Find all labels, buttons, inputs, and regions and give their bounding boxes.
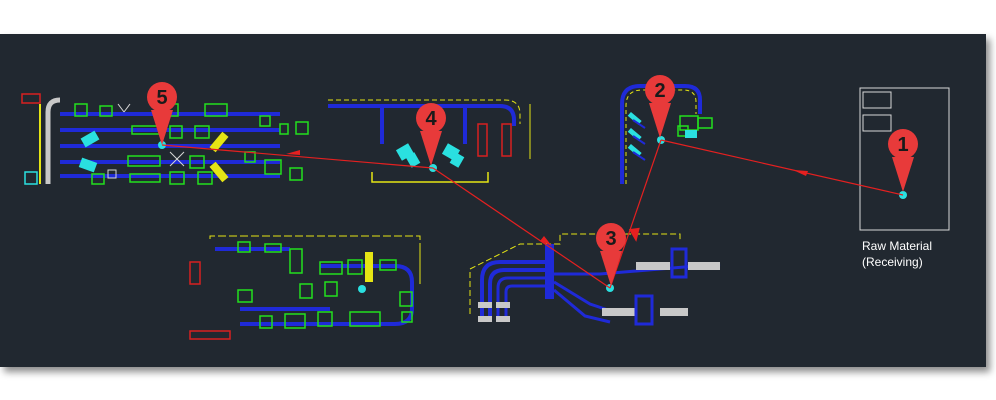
receiving-label: (Receiving) <box>862 255 923 269</box>
marker-1-label: 1 <box>897 134 908 156</box>
marker-3-label: 3 <box>605 228 616 250</box>
marker-1-pointer <box>892 157 914 192</box>
receiving-area <box>859 87 950 231</box>
raw-material-label: Raw Material <box>862 239 932 253</box>
lower-left-area <box>189 235 421 340</box>
marker-5-label: 5 <box>156 87 167 109</box>
material-flow-path <box>161 139 904 289</box>
marker-5-pointer <box>151 110 173 145</box>
marker-2-label: 2 <box>654 80 665 102</box>
station-3-area <box>469 233 721 326</box>
marker-1-badge <box>888 129 918 159</box>
cad-viewport[interactable]: 1 2 3 4 5 Raw Material (Receiving) <box>0 34 986 367</box>
marker-1[interactable]: 1 <box>888 129 918 192</box>
station-4-area <box>328 99 531 183</box>
marker-2-pointer <box>649 103 671 138</box>
marker-3-pointer <box>600 251 622 286</box>
marker-4-label: 4 <box>425 108 437 130</box>
marker-2-badge <box>645 75 675 105</box>
marker-2[interactable]: 2 <box>645 75 675 138</box>
marker-5[interactable]: 5 <box>147 82 177 145</box>
marker-3[interactable]: 3 <box>596 223 626 286</box>
marker-4-badge <box>416 103 446 133</box>
marker-4-pointer <box>420 131 442 166</box>
marker-4[interactable]: 4 <box>416 103 446 166</box>
marker-3-badge <box>596 223 626 253</box>
floor-plan-drawing: 1 2 3 4 5 Raw Material (Receiving) <box>21 75 950 340</box>
marker-5-badge <box>147 82 177 112</box>
